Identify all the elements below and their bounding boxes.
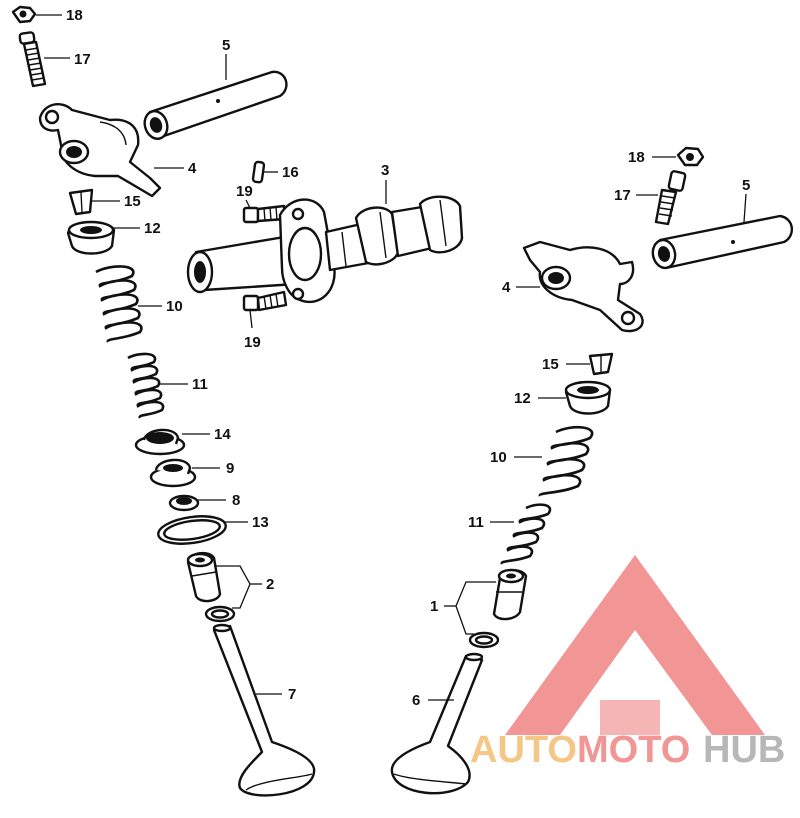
callout-17-right: 17 bbox=[614, 187, 631, 204]
watermark-triangle bbox=[505, 555, 765, 735]
callout-15-right: 15 bbox=[542, 356, 559, 373]
callout-17-left: 17 bbox=[74, 51, 91, 68]
part-12-spring-retainer-left bbox=[66, 220, 116, 255]
callout-18-left: 18 bbox=[66, 7, 83, 24]
part-16-dowel-pin bbox=[251, 160, 266, 184]
callout-1-right: 1 bbox=[430, 598, 438, 615]
callout-14-left: 14 bbox=[214, 426, 231, 443]
part-4-rocker-arm-right bbox=[522, 240, 644, 333]
callout-8-left: 8 bbox=[232, 492, 240, 509]
callout-18-right: 18 bbox=[628, 149, 645, 166]
callout-11-left: 11 bbox=[192, 376, 208, 393]
part-10-outer-spring-left bbox=[95, 265, 143, 343]
part-18-nut-left bbox=[11, 5, 37, 24]
part-19-bolt-top bbox=[242, 204, 287, 224]
callout-3-center: 3 bbox=[381, 162, 389, 179]
part-12-spring-retainer-right bbox=[564, 380, 612, 415]
callout-6-right: 6 bbox=[412, 692, 420, 709]
callout-labels: 18 17 5 4 15 12 10 11 14 9 8 13 2 7 16 3… bbox=[66, 7, 750, 709]
callout-5-right: 5 bbox=[742, 177, 750, 194]
part-17-adjusting-screw-right bbox=[654, 170, 687, 226]
callout-12-right: 12 bbox=[514, 390, 531, 407]
callout-11-right: 11 bbox=[468, 514, 484, 531]
part-1-valve-guide-right bbox=[492, 568, 528, 621]
part-19-bolt-bottom bbox=[242, 290, 288, 312]
part-18-nut-right bbox=[676, 146, 705, 167]
part-9-spring-seat-left bbox=[149, 458, 197, 488]
part-11-inner-spring-right bbox=[500, 503, 552, 565]
watermark-text-hub: HUB bbox=[703, 729, 785, 771]
part-8-stem-seal-left bbox=[168, 494, 200, 512]
part-1-o-ring-right bbox=[468, 631, 500, 649]
callout-13-left: 13 bbox=[252, 514, 269, 531]
part-2-o-ring-left bbox=[204, 605, 236, 623]
callout-7-left: 7 bbox=[288, 686, 296, 703]
watermark-text-moto: MOTO bbox=[577, 729, 690, 771]
watermark-text-auto: AUTO bbox=[470, 729, 577, 771]
part-5-rocker-shaft-right bbox=[651, 214, 793, 270]
part-2-valve-guide-left bbox=[186, 551, 222, 603]
callout-19-top: 19 bbox=[236, 183, 253, 200]
callout-12-left: 12 bbox=[144, 220, 161, 237]
callout-4-right: 4 bbox=[502, 279, 511, 296]
part-4-rocker-arm-left bbox=[38, 102, 162, 198]
callout-15-left: 15 bbox=[124, 193, 141, 210]
part-3-camshaft bbox=[186, 195, 464, 303]
part-5-rocker-shaft-left bbox=[143, 70, 288, 140]
callout-19-bottom: 19 bbox=[244, 334, 261, 351]
part-13-o-ring-left bbox=[157, 515, 227, 545]
part-10-outer-spring-right bbox=[538, 425, 594, 498]
part-17-adjusting-screw-left bbox=[18, 31, 47, 88]
callout-9-left: 9 bbox=[226, 460, 234, 477]
part-14-spring-seat-left bbox=[134, 428, 186, 456]
part-15-cotters-right bbox=[588, 352, 614, 376]
callout-4-left: 4 bbox=[188, 160, 197, 177]
callout-10-left: 10 bbox=[166, 298, 183, 315]
callout-10-right: 10 bbox=[490, 449, 507, 466]
callout-5-left: 5 bbox=[222, 37, 230, 54]
callout-2-left: 2 bbox=[266, 576, 274, 593]
part-11-inner-spring-left bbox=[127, 352, 165, 419]
watermark-logo: AUTO MOTO HUB bbox=[470, 555, 785, 771]
callout-16-center: 16 bbox=[282, 164, 299, 181]
part-15-cotters-left bbox=[68, 188, 94, 216]
part-7-valve-left bbox=[212, 623, 316, 797]
part-6-valve-right bbox=[390, 652, 484, 795]
leader-lines bbox=[36, 14, 747, 701]
